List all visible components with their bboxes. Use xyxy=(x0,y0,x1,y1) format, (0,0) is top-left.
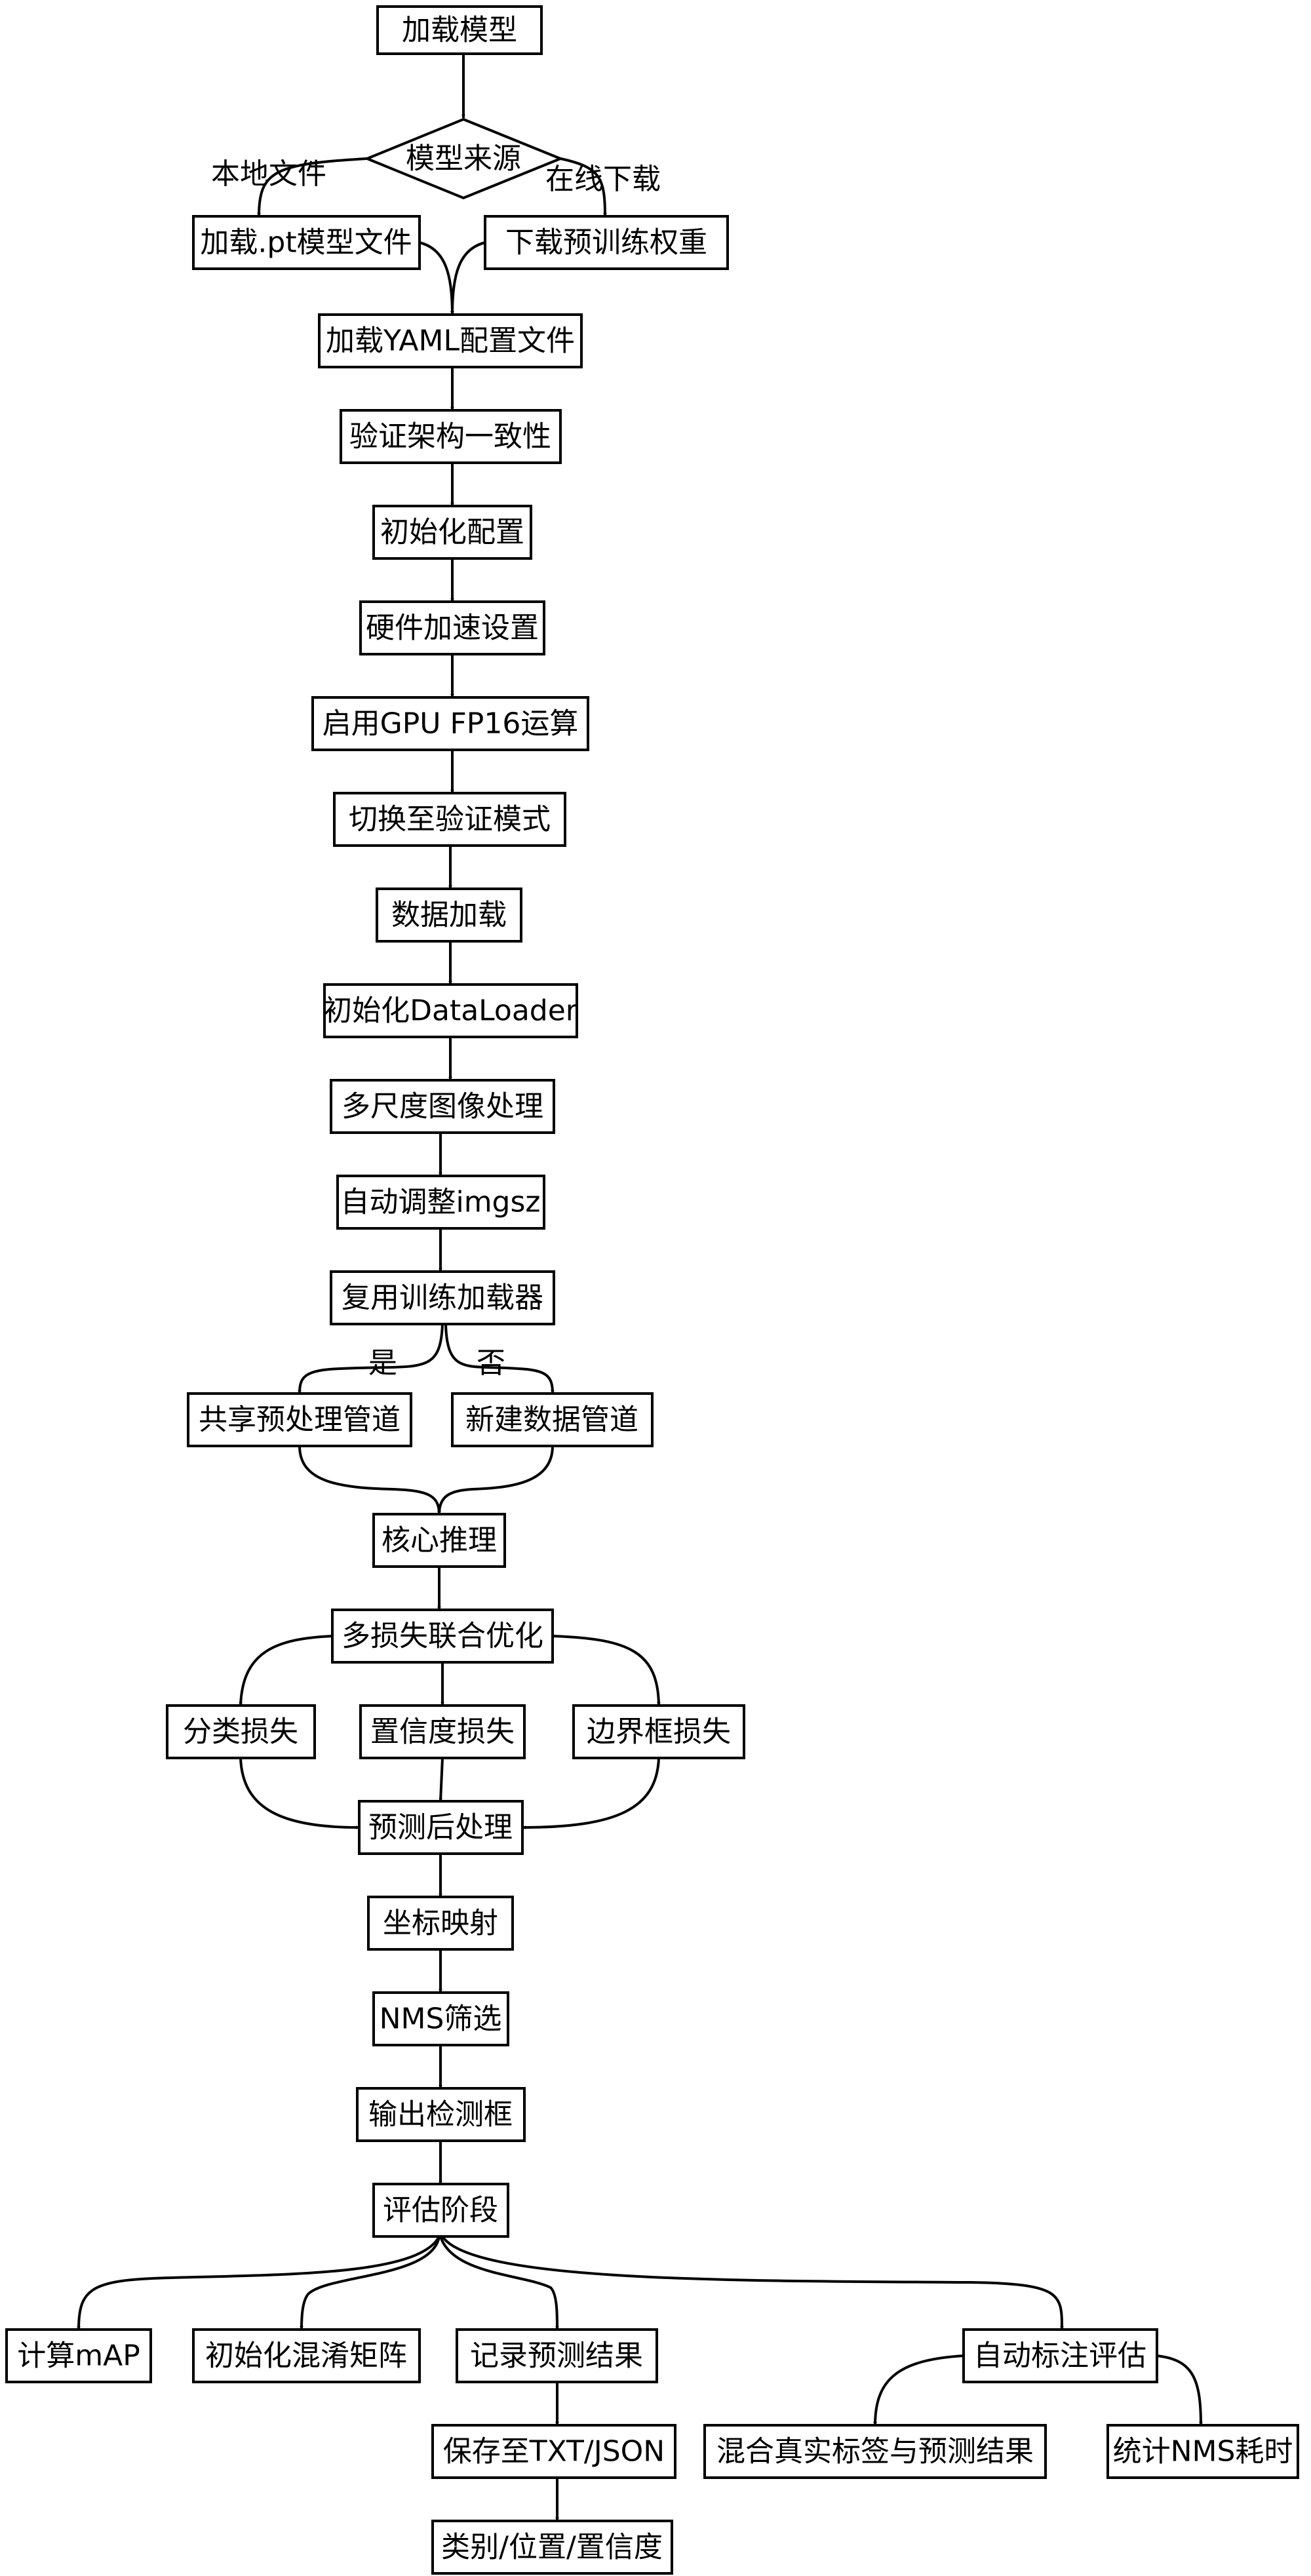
node-label: 验证架构一致性 xyxy=(349,420,551,454)
edge-shared-to-core xyxy=(298,1445,441,1515)
node-label: 切换至验证模式 xyxy=(349,803,551,836)
edge-eval-to-record xyxy=(439,2236,559,2330)
node-load-pt: 加载.pt模型文件 xyxy=(192,215,421,270)
node-init-dataloader: 初始化DataLoader xyxy=(323,983,578,1038)
node-reuse-loader: 复用训练加载器 xyxy=(330,1270,555,1325)
node-label: 自动调整imgsz xyxy=(340,1186,540,1219)
node-label: 记录预测结果 xyxy=(470,2339,643,2373)
node-cls-loss: 分类损失 xyxy=(166,1704,316,1759)
node-label: 混合真实标签与预测结果 xyxy=(716,2435,1034,2469)
node-label: 加载模型 xyxy=(402,14,517,47)
node-label: 计算mAP xyxy=(17,2339,140,2373)
node-box-loss: 边界框损失 xyxy=(572,1704,745,1759)
node-nms-time: 统计NMS耗时 xyxy=(1106,2424,1299,2479)
node-label: 加载YAML配置文件 xyxy=(326,324,575,358)
node-label: 分类损失 xyxy=(183,1715,298,1749)
node-label: 新建数据管道 xyxy=(465,1403,638,1437)
node-label: 自动标注评估 xyxy=(973,2339,1146,2373)
node-label: 核心推理 xyxy=(382,1524,497,1557)
node-label: 多损失联合优化 xyxy=(342,1620,543,1653)
node-multiscale: 多尺度图像处理 xyxy=(330,1079,555,1134)
node-core-inference: 核心推理 xyxy=(372,1513,506,1568)
edge-eval-to-map xyxy=(77,2236,440,2330)
node-label: 初始化配置 xyxy=(380,516,524,549)
edge-reuse-to-new xyxy=(444,1323,555,1394)
edge-label-local-file: 本地文件 xyxy=(211,157,326,191)
node-label: 硬件加速设置 xyxy=(366,612,539,645)
node-label: 初始化DataLoader xyxy=(323,994,578,1028)
decision-label: 模型来源 xyxy=(406,142,521,176)
node-data-loading: 数据加载 xyxy=(376,888,522,943)
node-record-results: 记录预测结果 xyxy=(456,2328,658,2383)
node-label: 共享预处理管道 xyxy=(199,1403,401,1437)
node-save-txt-json: 保存至TXT/JSON xyxy=(431,2424,676,2479)
edge-source-to-local xyxy=(257,157,368,217)
node-postprocess: 预测后处理 xyxy=(358,1800,524,1855)
node-label: 保存至TXT/JSON xyxy=(443,2435,665,2469)
node-label: 类别/位置/置信度 xyxy=(441,2531,663,2564)
node-coord-map: 坐标映射 xyxy=(367,1896,514,1951)
node-output-boxes: 输出检测框 xyxy=(356,2087,526,2142)
node-auto-label-eval: 自动标注评估 xyxy=(962,2328,1158,2383)
node-label: 多尺度图像处理 xyxy=(342,1090,543,1123)
node-label: NMS筛选 xyxy=(380,2002,502,2036)
edge-labels: 本地文件 在线下载 是 否 xyxy=(211,157,661,1380)
decision-model-source: 模型来源 xyxy=(363,117,564,200)
node-load-yaml: 加载YAML配置文件 xyxy=(318,313,583,368)
node-mix-gt-pred: 混合真实标签与预测结果 xyxy=(703,2424,1047,2479)
edge-eval-to-autolabel xyxy=(441,2235,1064,2330)
node-label: 统计NMS耗时 xyxy=(1113,2435,1293,2469)
edge-label-no: 否 xyxy=(477,1346,505,1380)
node-label: 下载预训练权重 xyxy=(505,226,707,260)
edge-multiloss-to-cls xyxy=(239,1635,333,1706)
edges xyxy=(77,54,1203,2522)
node-label: 置信度损失 xyxy=(370,1715,515,1749)
node-class-pos-conf: 类别/位置/置信度 xyxy=(431,2520,673,2575)
node-label: 数据加载 xyxy=(391,899,507,932)
node-label: 坐标映射 xyxy=(383,1907,498,1940)
node-label: 启用GPU FP16运算 xyxy=(323,707,579,741)
node-label: 边界框损失 xyxy=(587,1715,731,1749)
node-calc-map: 计算mAP xyxy=(5,2328,152,2383)
edge-cls-to-post xyxy=(239,1757,360,1829)
node-label: 输出检测框 xyxy=(368,2098,513,2132)
node-verify-arch: 验证架构一致性 xyxy=(340,409,562,464)
node-load-model: 加载模型 xyxy=(376,5,543,55)
edge-source-to-online xyxy=(560,157,607,217)
edge-autolabel-to-nmstime xyxy=(1156,2354,1203,2426)
edge-label-yes: 是 xyxy=(368,1346,397,1380)
node-shared-pipeline: 共享预处理管道 xyxy=(187,1392,412,1447)
edge-new-to-core xyxy=(437,1445,554,1515)
node-label: 初始化混淆矩阵 xyxy=(205,2339,407,2373)
node-label: 预测后处理 xyxy=(368,1811,513,1844)
node-init-confusion: 初始化混淆矩阵 xyxy=(192,2328,421,2383)
node-label: 评估阶段 xyxy=(383,2194,498,2227)
node-auto-imgsz: 自动调整imgsz xyxy=(336,1175,545,1230)
edge-autolabel-to-mix xyxy=(873,2354,964,2426)
edge-conf-to-post xyxy=(439,1757,444,1802)
edge-multiloss-to-box xyxy=(552,1635,661,1706)
edge-online-to-yaml xyxy=(450,241,486,315)
node-hw-accel: 硬件加速设置 xyxy=(359,600,545,655)
node-init-config: 初始化配置 xyxy=(372,505,532,560)
node-enable-fp16: 启用GPU FP16运算 xyxy=(311,696,589,751)
nodes: 加载模型 模型来源 加载.pt模型文件 下载预训练权重 加载YAML配置文件 验… xyxy=(5,5,1299,2575)
edge-box-to-post xyxy=(522,1757,660,1829)
node-eval-stage: 评估阶段 xyxy=(372,2183,509,2238)
node-label: 加载.pt模型文件 xyxy=(200,226,412,260)
edge-eval-to-confusion xyxy=(300,2236,440,2330)
node-multi-loss: 多损失联合优化 xyxy=(331,1609,554,1664)
edge-label-online-download: 在线下载 xyxy=(545,163,661,196)
edge-local-to-yaml xyxy=(419,241,454,315)
node-nms-filter: NMS筛选 xyxy=(372,1991,509,2046)
node-new-pipeline: 新建数据管道 xyxy=(451,1392,654,1447)
edge-reuse-to-shared xyxy=(298,1323,444,1394)
node-download-weights: 下载预训练权重 xyxy=(484,215,729,270)
node-label: 复用训练加载器 xyxy=(342,1281,543,1315)
node-conf-loss: 置信度损失 xyxy=(359,1704,526,1759)
node-switch-eval: 切换至验证模式 xyxy=(333,792,566,847)
